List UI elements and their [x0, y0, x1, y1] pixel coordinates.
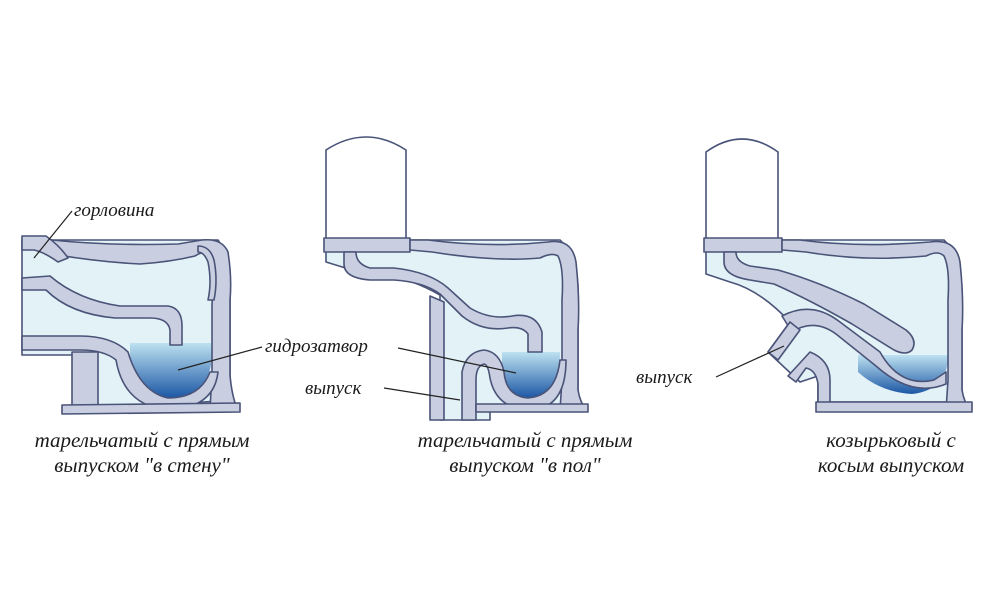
outlet-leader-right — [715, 345, 785, 378]
water-seal — [502, 352, 560, 398]
caption-line-2: выпуском "в стену" — [54, 453, 230, 477]
rim-channel — [723, 251, 915, 354]
rim-channel — [343, 251, 543, 353]
tank-base — [703, 237, 783, 253]
foot — [71, 351, 99, 409]
outlet-pipe-wall — [21, 335, 219, 411]
water-seal — [130, 343, 212, 398]
outlet-label-center: выпуск — [305, 378, 362, 399]
rim-channel — [197, 245, 217, 301]
tank-base — [323, 237, 411, 253]
neck-leader-line — [33, 210, 73, 259]
toilet-wall-outlet — [21, 235, 241, 415]
foot-base — [815, 401, 973, 413]
floor-flange — [475, 403, 589, 413]
outlet-label-right: выпуск — [636, 367, 693, 388]
caption-floor-outlet: тарельчатый с прямым выпуском "в пол" — [376, 428, 674, 478]
outlet-pipe-wall — [429, 295, 445, 421]
caption-wall-outlet: тарельчатый с прямым выпуском "в стену" — [0, 428, 284, 478]
trap-wall — [21, 275, 183, 346]
toilet-angled-outlet — [703, 138, 973, 413]
caption-line-2: косым выпуском — [817, 453, 965, 477]
caption-line-1: тарельчатый с прямым — [34, 428, 250, 452]
outlet-pipe-wall — [767, 321, 801, 361]
caption-line-2: выпуском "в пол" — [449, 453, 601, 477]
foot-base — [61, 402, 241, 415]
caption-line-1: козырьковый с — [826, 428, 956, 452]
outlet-leader-center — [383, 387, 461, 401]
cistern — [705, 138, 779, 241]
caption-line-1: тарельчатый с прямым — [417, 428, 633, 452]
water-seal-leader-left — [177, 346, 263, 371]
water-seal-leader-center — [397, 347, 517, 374]
toilet-floor-outlet — [323, 136, 589, 421]
water-seal-label: гидрозатвор — [265, 336, 368, 357]
trap-wall — [781, 308, 947, 390]
caption-angled-outlet: козырьковый с косым выпуском — [786, 428, 996, 478]
cistern — [325, 136, 407, 241]
neck-label: горловина — [74, 200, 155, 221]
neck-rim — [21, 235, 69, 263]
